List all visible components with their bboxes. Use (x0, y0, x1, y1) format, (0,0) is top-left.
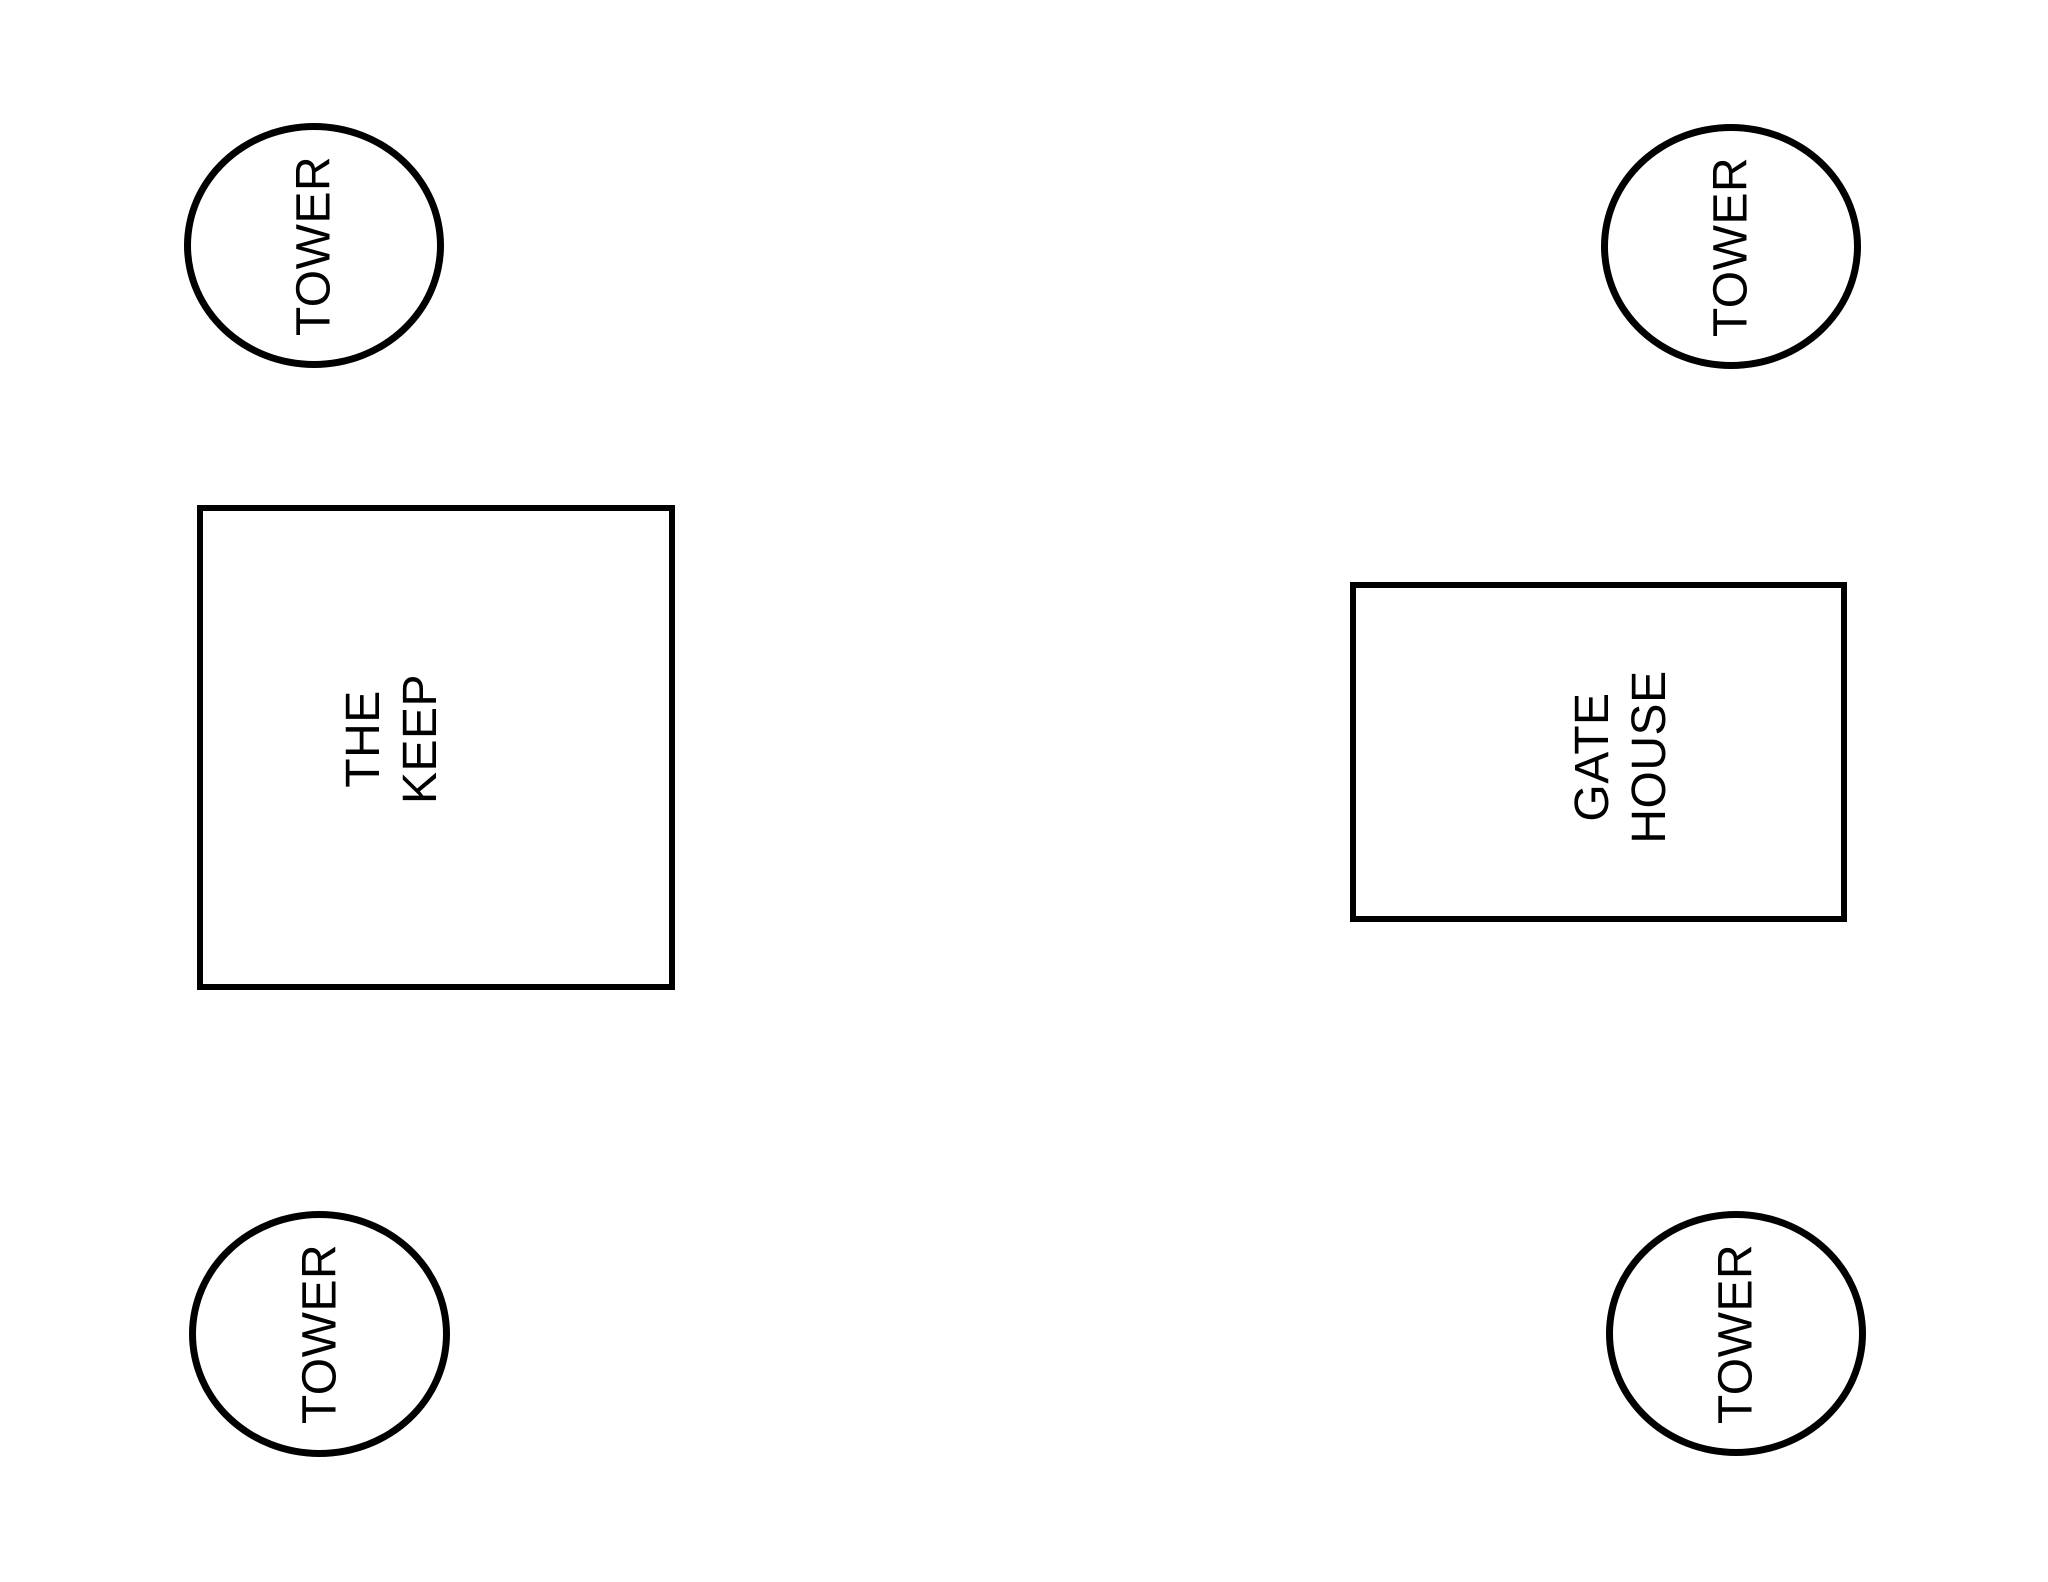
tower-circle-top-left: TOWER (184, 123, 444, 368)
tower-label-bottom-right: TOWER (1709, 1243, 1763, 1424)
tower-circle-top-right: TOWER (1601, 124, 1861, 369)
keep-label: THE KEEP (337, 673, 447, 805)
gate-house-label: GATE HOUSE (1566, 670, 1676, 844)
tower-circle-bottom-left: TOWER (189, 1211, 450, 1457)
tower-circle-bottom-right: TOWER (1606, 1211, 1866, 1456)
tower-label-bottom-left: TOWER (293, 1243, 346, 1425)
tower-label-top-right: TOWER (1704, 156, 1758, 337)
gate-house-outline: GATE HOUSE (1350, 582, 1847, 922)
keep-outline: THE KEEP (197, 505, 675, 990)
tower-label-top-left: TOWER (287, 155, 341, 336)
